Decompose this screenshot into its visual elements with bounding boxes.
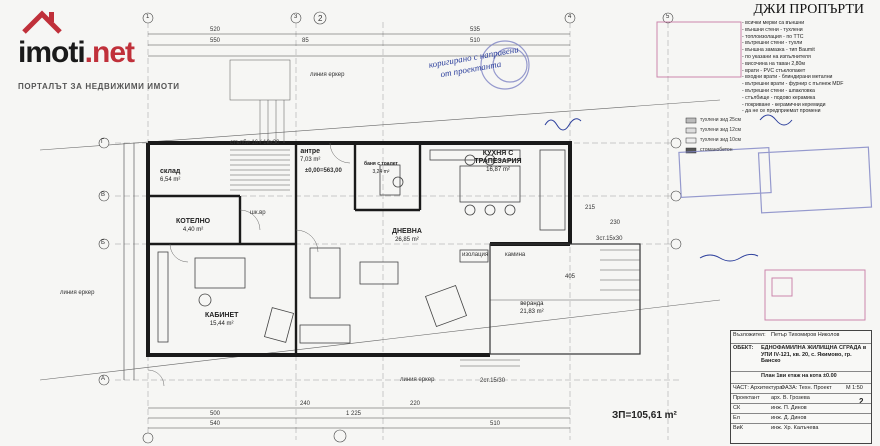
tb-el: инж. Д. Динов <box>771 415 807 421</box>
note-item: - външни стени - тухлени <box>742 26 803 33</box>
dim-top-5: 510 <box>470 38 481 44</box>
tb-object: ЕДНОФАМИЛНА ЖИЛИЩНА СГРАДА в УПИ IV-121,… <box>761 345 867 364</box>
dim-bottom-2: 540 <box>210 421 221 427</box>
note-item: - топлоизолация - по ТТС <box>742 33 804 40</box>
axis-label-v: В <box>101 192 106 198</box>
note-item: - стълбище - подово керамика <box>742 94 816 101</box>
legend-wall-10: тухлени зид 10см <box>700 137 741 143</box>
erker-line-bottom: линия еркер <box>400 377 435 383</box>
dim-bottom-5: 240 <box>300 401 311 407</box>
note-item: - външна замазка - тип Baumit <box>742 47 815 54</box>
agency-watermark: ДЖИ ПРОПЪРТИ <box>753 2 865 17</box>
dim-top-3: 85 <box>302 38 309 44</box>
built-area-total: ЗП=105,61 m² <box>612 410 677 421</box>
tb-phase: ФАЗА: Техн. Проект <box>781 385 832 391</box>
legend-concrete: стоманобетон <box>700 147 733 153</box>
note-item: - вътрешни врати - фурнир с пълнеж MDF <box>742 81 844 88</box>
dim-top-4: 535 <box>470 27 481 33</box>
tb-sk-row: СК инж. П. Динов <box>731 403 871 414</box>
title-block: Възложител: Петър Тихомиров Николов ОБЕК… <box>730 330 872 444</box>
tb-vik-label: ВиК <box>733 425 743 431</box>
steps-right: 3ст.15х30 <box>596 236 623 242</box>
erker-line-left: линия еркер <box>60 290 95 296</box>
axis-label-g: Г <box>101 139 105 145</box>
note-item: - врати - PVC стъклопакет <box>742 67 806 74</box>
tb-designer-row: Проектант арх. В. Грозева 2 <box>731 393 871 406</box>
note-item: - вътрешни стени - шпакловка <box>742 87 815 94</box>
dim-top-2: 550 <box>210 38 221 44</box>
tb-part-row: ЧАСТ: Архитектура ФАЗА: Техн. Проект М 1… <box>731 383 871 394</box>
note-item: - да не се предприемат промени <box>742 108 821 115</box>
construction-notes: - всички мерки са външни - външни стени … <box>742 20 880 115</box>
tb-owner-label: Възложител: <box>733 332 766 338</box>
tb-vik-row: ВиК инж. Хр. Калъчева <box>731 423 871 434</box>
legend-wall-25: тухлени зид 25см <box>700 117 741 123</box>
tb-object-row: ОБЕКТ: ЕДНОФАМИЛНА ЖИЛИЩНА СГРАДА в УПИ … <box>731 343 871 372</box>
erker-line-top: линия еркер <box>310 72 345 78</box>
axis-label-5: 5 <box>666 14 670 20</box>
tb-vik: инж. Хр. Калъчева <box>771 425 819 431</box>
tb-sk: инж. П. Динов <box>771 405 807 411</box>
dim-bottom-3: 510 <box>490 421 501 427</box>
axis-label-a: А <box>101 376 106 382</box>
house-roof-icon <box>22 10 62 34</box>
note-item: - по указани на изпълнителя <box>742 53 811 60</box>
tb-el-label: Ел <box>733 415 740 421</box>
legend-wall-12: тухлени зид 12см <box>700 127 741 133</box>
tb-designer: арх. В. Грозева <box>771 395 810 401</box>
tb-designer-label: Проектант <box>733 395 760 401</box>
note-item: - вътрешни стени - тухли <box>742 40 803 47</box>
axis-label-b: Б <box>101 240 105 246</box>
tb-sheet-row: План 1ви етаж на кота ±0.00 <box>731 371 871 384</box>
tb-part: ЧАСТ: Архитектура <box>733 385 783 391</box>
dim-top-1: 520 <box>210 27 221 33</box>
tb-sheet-title: План 1ви етаж на кота ±0.00 <box>761 373 837 379</box>
insulation-label: изолация <box>462 252 489 258</box>
note-item: - височина на таван 2,80м <box>742 60 805 67</box>
logo-tagline: ПОРТАЛЪТ ЗА НЕДВИЖИМИ ИМОТИ <box>18 82 180 91</box>
dim-right-2: 230 <box>610 220 621 226</box>
stairs-label: стълби 16 / 18x30 <box>230 140 280 146</box>
dim-bottom-4: 1 225 <box>346 411 362 417</box>
axis-label-1: 1 <box>146 14 150 20</box>
logo-wordmark: imoti.net <box>18 36 135 69</box>
axis-label-4: 4 <box>568 14 572 20</box>
axis-label-2: 2 <box>318 14 323 23</box>
steps-bottom: 2ст.15/30 <box>480 378 506 384</box>
note-item: - всички мерки са външни <box>742 20 805 26</box>
tb-sk-label: СК <box>733 405 741 411</box>
tb-el-row: Ел инж. Д. Динов <box>731 413 871 424</box>
dim-right-1: 215 <box>585 205 596 211</box>
axis-label-3: 3 <box>294 14 298 20</box>
dim-right-3: 405 <box>565 274 576 280</box>
tb-object-label: ОБЕКТ: <box>733 345 754 351</box>
level-mark: ±0,00=563,00 <box>305 168 342 174</box>
note-item: - входни врати - блиндирани метални <box>742 74 833 81</box>
dim-bottom-1: 500 <box>210 411 221 417</box>
tb-scale: М 1:50 <box>846 385 863 391</box>
tb-owner-row: Възложител: Петър Тихомиров Николов <box>731 331 871 343</box>
fireplace-label: камина <box>505 252 526 258</box>
imoti-logo[interactable]: imoti.net ПОРТАЛЪТ ЗА НЕДВИЖИМИ ИМОТИ <box>8 10 179 91</box>
note-item: - покриване - керамични керемиди <box>742 101 826 108</box>
closet-door-label: шк.вр <box>250 210 266 216</box>
dim-bottom-6: 220 <box>410 401 421 407</box>
tb-owner: Петър Тихомиров Николов <box>771 332 840 338</box>
tb-sheet-no: 2 <box>859 397 864 406</box>
